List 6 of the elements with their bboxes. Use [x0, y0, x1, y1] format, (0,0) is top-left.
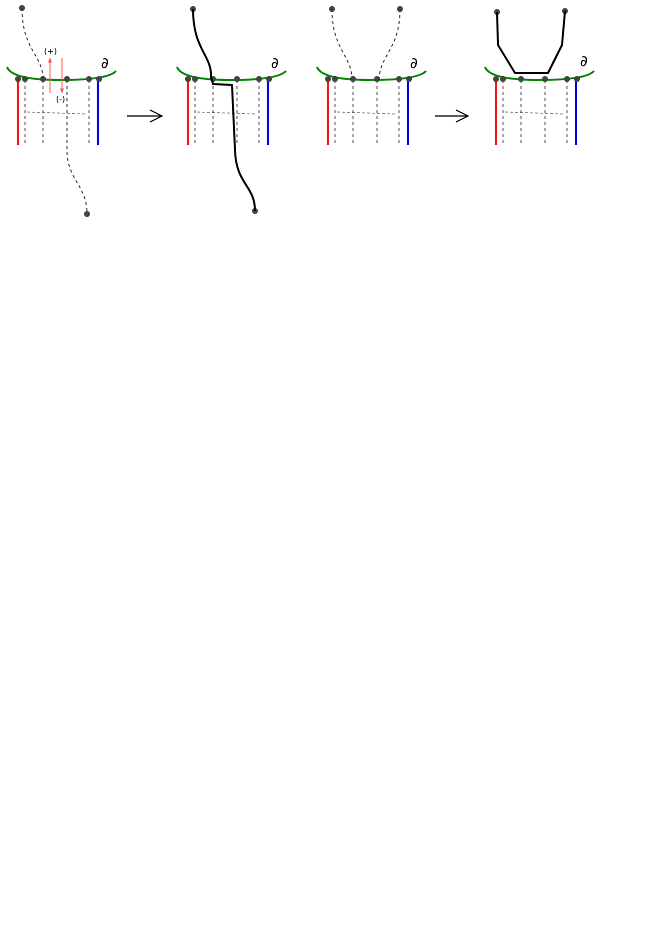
sign-label: (+)	[44, 48, 57, 56]
sign-label: (-)	[56, 96, 66, 104]
boundary-symbol: ∂	[101, 56, 109, 71]
boundary-symbol: ∂	[580, 54, 588, 69]
boundary-symbol: ∂	[410, 56, 418, 71]
boundary-symbol: ∂	[271, 56, 279, 71]
